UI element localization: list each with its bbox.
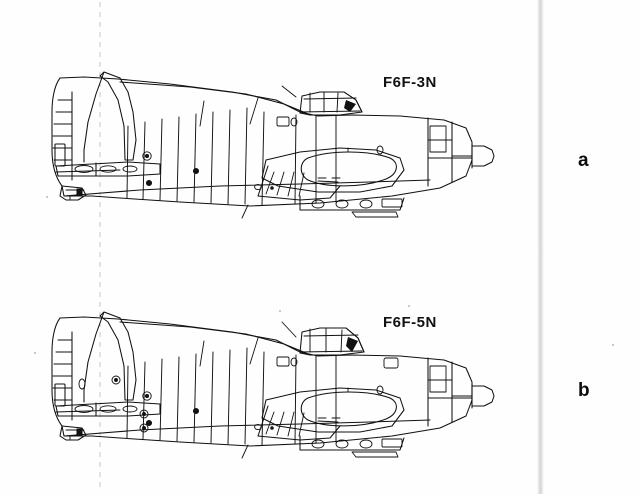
headrest-mirror <box>346 337 358 352</box>
cowling-panels <box>383 357 473 399</box>
horizontal-stabilizer <box>55 401 161 417</box>
aircraft-profile-f6f-3n <box>51 71 495 219</box>
wing-root-surface <box>261 159 405 193</box>
fuselage-access-ports <box>142 116 384 191</box>
wing-root-upper <box>265 147 405 171</box>
tailwheel-door <box>76 428 83 436</box>
rudder-rib-lines <box>52 99 73 161</box>
radar-pod-seam <box>317 420 339 423</box>
aircraft-type-label-f6f-3n: F6F-3N <box>383 74 437 91</box>
fuselage-spine-line <box>119 321 307 354</box>
antenna-mast <box>281 321 297 338</box>
wing-flap-slats <box>265 411 305 437</box>
windscreen <box>343 91 363 113</box>
tail-hook <box>59 185 87 201</box>
scan-gutter-streak <box>537 0 544 494</box>
cowling-panels <box>427 125 473 159</box>
radar-pod-seam <box>317 180 339 183</box>
vertical-tail-fin <box>99 71 137 161</box>
fuselage-spine-line <box>119 81 307 114</box>
scan-speck <box>612 344 614 346</box>
radar-pod <box>300 391 397 427</box>
scan-speck <box>408 305 410 307</box>
stabilizer-detail <box>55 405 138 413</box>
antenna-mast <box>281 85 297 98</box>
canopy-frames <box>303 327 359 353</box>
fin-access-ports <box>78 375 149 433</box>
scan-speck <box>279 310 281 312</box>
radar-pod <box>300 151 397 187</box>
aircraft-type-label-f6f-5n: F6F-5N <box>383 314 437 331</box>
gear-bay-ports <box>311 438 403 458</box>
figure-letter-a: a <box>578 150 589 171</box>
gear-bay-ports <box>311 198 403 218</box>
fin-leading-edge <box>83 71 105 163</box>
tail-hook <box>59 425 87 441</box>
tailwheel-door <box>76 188 83 196</box>
scan-speck <box>34 352 36 354</box>
fuselage-panel-lines <box>126 347 337 446</box>
fuselage-panel-lines <box>126 107 337 206</box>
wing-flap-slats <box>265 171 305 197</box>
rudder-rib-lines <box>52 339 73 401</box>
aircraft-profile-f6f-5n <box>51 311 495 459</box>
windscreen <box>345 327 365 353</box>
propeller-spinner-hub <box>471 385 495 407</box>
figure-letter-b: b <box>578 380 590 401</box>
wing-root-marks <box>317 147 349 179</box>
propeller-spinner-hub <box>471 145 495 167</box>
fuselage-stringer-marks <box>199 337 259 459</box>
canopy-frames <box>303 91 357 113</box>
scan-speck <box>46 196 48 198</box>
wing-root-marks <box>317 387 349 419</box>
wing-root-upper <box>265 387 405 411</box>
horizontal-stabilizer <box>55 161 161 177</box>
headrest-mirror <box>344 100 356 112</box>
fin-leading-edge <box>83 311 105 403</box>
wing-root-surface <box>261 399 405 433</box>
fuselage-stringer-marks <box>199 97 259 219</box>
vertical-tail-fin <box>99 311 137 401</box>
stabilizer-detail <box>55 165 138 173</box>
